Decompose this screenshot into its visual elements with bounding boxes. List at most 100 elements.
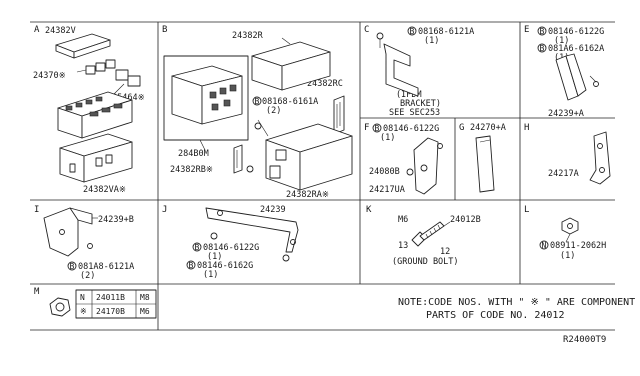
part-label-24239: 24239: [260, 205, 286, 215]
table-cell: N: [80, 293, 85, 302]
b-circle-mark-j1-letter: B: [195, 243, 200, 252]
fuse-relays-drawing: [76, 59, 141, 97]
section-letter-i: I: [34, 205, 39, 215]
part-label-24382ra: 24382RA※: [286, 190, 329, 200]
fuse-block-drawing: [57, 91, 133, 139]
n-circle-mark-l: [539, 240, 549, 250]
dim-12: 12: [440, 247, 450, 257]
bracket-j-drawing: [205, 207, 299, 262]
part-label-081a6-6162a: 081A6-6162A: [548, 44, 604, 54]
section-letter-c: C: [364, 25, 369, 35]
part-label-08146-6162g: 08146-6162G: [197, 261, 253, 271]
section-b: B 24382R 24382RC B 08168-6161A (2) 284B0…: [162, 25, 353, 200]
part-label-qty-2-i: (2): [80, 271, 95, 281]
b-circle-mark-e2: [537, 43, 547, 53]
part-label-08168-6161a: 08168-6161A: [262, 97, 318, 107]
section-e: E 08146-6122G (1) 081A6-6162A (1) 24239+…: [524, 25, 604, 119]
bracket-h-drawing: [589, 131, 611, 185]
part-label-24382r: 24382R: [232, 31, 264, 41]
section-f: F 08146-6122G (1) 24080B 24217UA B: [364, 123, 443, 195]
part-label-24012b: 24012B: [450, 215, 481, 225]
ground-bolt-caption: (GROUND BOLT): [392, 257, 459, 267]
nut-drawing: [49, 297, 71, 317]
ipdm-bracket-box-drawing: [254, 119, 353, 191]
part-label-qty-1-j2: (1): [203, 270, 218, 280]
part-label-08146-6122g-f: 08146-6122G: [383, 124, 439, 134]
reference-code: R24000T9: [563, 335, 606, 345]
part-label-qty-1-e1: (1): [554, 36, 569, 46]
section-letter-a: A: [34, 25, 40, 35]
part-label-24080b: 24080B: [369, 167, 400, 177]
bracket-i-drawing: [43, 207, 98, 257]
part-label-24382va: 24382VA※: [83, 185, 126, 195]
b-circle-mark-i-letter: B: [70, 262, 75, 271]
ipdm-bracket-drawing: [376, 32, 419, 97]
fuse-cover-drawing: [55, 33, 111, 59]
bracket-e-drawing: [555, 53, 599, 101]
clip-nut-drawing: [561, 217, 579, 243]
b-circle-mark: [252, 96, 262, 106]
section-letter-l: L: [524, 205, 529, 215]
part-label-24239b: 24239+B: [98, 215, 134, 225]
section-j: J 24239 08146-6122G (1) 08146-6162G (1) …: [162, 205, 299, 280]
b-circle-mark-j1: [192, 242, 202, 252]
cover-g-drawing: [475, 135, 495, 193]
section-letter-e: E: [524, 25, 529, 35]
grid-lines: [30, 21, 615, 331]
b-circle-mark-e1: [537, 26, 547, 36]
section-h: H 24217A: [524, 123, 611, 185]
note-see-sec253: SEE SEC253: [389, 108, 440, 118]
part-label-08146-6122g-e: 08146-6122G: [548, 27, 604, 37]
part-label-24239a: 24239+A: [548, 109, 584, 119]
section-letter-f: F: [364, 123, 369, 133]
table-cell: M6: [140, 307, 150, 316]
b-circle-mark-j2-letter: B: [189, 261, 194, 270]
b-circle-mark-f: [372, 123, 382, 133]
note-ipdm: (IPDM: [396, 90, 422, 100]
section-l: L 08911-2062H (1) N: [524, 205, 606, 261]
part-label-24382rc: 24382RC: [307, 79, 343, 89]
part-label-24217a: 24217A: [548, 169, 579, 179]
part-label-08146-6122g-j: 08146-6122G: [203, 243, 259, 253]
note-bracket: BRACKET): [400, 99, 441, 109]
section-letter-k: K: [366, 205, 372, 215]
section-a: A 24382V 24370※ 25464※ 24382VA※: [33, 25, 145, 195]
section-letter-b: B: [162, 25, 167, 35]
label-m6: M6: [398, 215, 408, 225]
table-cell: 24011B: [96, 293, 125, 302]
b-circle-mark-f-letter: B: [375, 124, 380, 133]
b-circle-mark-e1-letter: B: [540, 27, 545, 36]
table-cell: 24170B: [96, 307, 125, 316]
ground-bolt-drawing: [411, 221, 451, 247]
part-label-24382rb: 24382RB※: [170, 165, 213, 175]
part-label-24270a: 24270+A: [470, 123, 506, 133]
connector-24382rc-drawing: [333, 95, 345, 135]
section-c: C 08168-6121A (1) (IPDM BRACKET) SEE SEC…: [364, 25, 474, 118]
section-letter-g: G: [459, 123, 464, 133]
note-line-1: NOTE:CODE NOS. WITH " ※ " ARE COMPONENT: [398, 297, 635, 308]
b-circle-mark-i: [67, 261, 77, 271]
lower-cover-drawing: [59, 133, 133, 183]
section-m: M N 24011B M8 ※ 24170B M6: [34, 287, 157, 319]
ipdm-cover-drawing: [251, 37, 331, 91]
b-circle-letter: B: [255, 97, 260, 106]
section-letter-m: M: [34, 287, 40, 297]
b-circle-mark-j2: [186, 260, 196, 270]
part-label-qty-1-c: (1): [424, 36, 439, 46]
part-label-24370: 24370※: [33, 71, 66, 81]
part-label-qty-2: (2): [266, 106, 281, 116]
ipdm-unit-drawing: [163, 55, 249, 151]
s-circle-mark-c: [407, 26, 417, 36]
part-label-qty-1-f: (1): [380, 133, 395, 143]
part-label-08168-6121a: 08168-6121A: [418, 27, 474, 37]
section-i: I 24239+B 081A8-6121A (2) B: [34, 205, 134, 281]
s-circle-mark-c-letter: B: [410, 27, 415, 36]
part-label-24382v: 24382V: [45, 26, 76, 36]
note-line-2: PARTS OF CODE NO. 24012: [426, 310, 564, 321]
bracket-f-drawing: [406, 137, 443, 195]
part-label-284b0m: 284B0M: [178, 149, 209, 159]
part-label-081a8-6121a: 081A8-6121A: [78, 262, 134, 272]
table-cell: M8: [140, 293, 150, 302]
b-circle-mark-e2-letter: B: [540, 44, 545, 53]
